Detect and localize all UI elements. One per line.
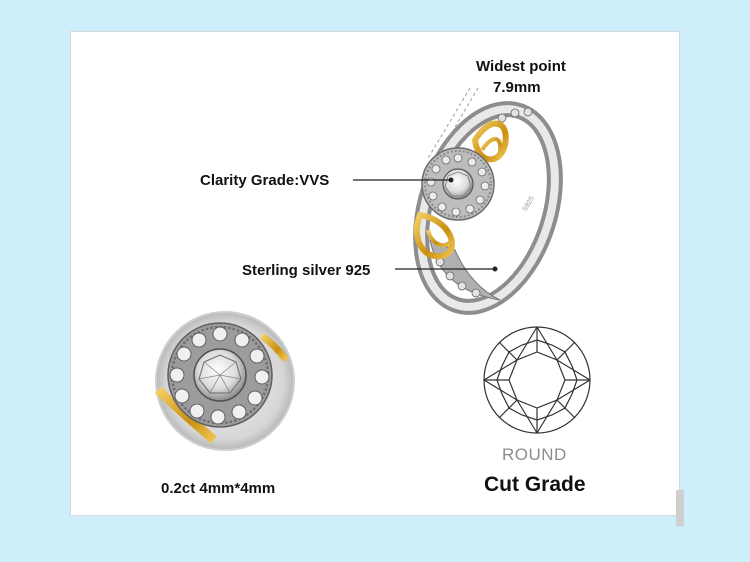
halo-milgrain: [424, 150, 492, 218]
ring-image: S925: [413, 101, 563, 315]
shape-label: ROUND: [502, 445, 567, 464]
celtic-knot-lower: [413, 211, 455, 260]
mag-halo-stones: [169, 326, 270, 425]
celtic-knot-upper: [471, 120, 509, 163]
pave-stones: [435, 107, 533, 298]
material-label: Sterling silver 925: [242, 262, 371, 279]
widest-point-value: 7.9mm: [493, 79, 541, 96]
magnified-stone-view: [154, 311, 295, 451]
cut-grade-label: Cut Grade: [484, 473, 586, 496]
clarity-grade-label: Clarity Grade:VVS: [200, 172, 330, 189]
halo-stones: [426, 153, 490, 217]
scrollbar-thumb[interactable]: [676, 490, 684, 526]
stone-size-label: 0.2ct 4mm*4mm: [161, 480, 276, 497]
band-stamp: S925: [522, 195, 536, 213]
widest-point-label: Widest point: [476, 58, 566, 75]
celtic-knot-lower-inner: [426, 229, 454, 248]
silver-callout-dot: [492, 266, 498, 272]
center-stone-facets: [444, 171, 472, 197]
center-stone: [442, 168, 474, 200]
clarity-callout-dot: [448, 177, 454, 183]
widest-dim-line-1: [426, 87, 471, 161]
widest-dim-line-2: [437, 87, 479, 157]
round-cut-diagram: [483, 326, 591, 434]
product-info-card: [70, 31, 680, 516]
celtic-knot-upper-inner: [480, 137, 503, 159]
